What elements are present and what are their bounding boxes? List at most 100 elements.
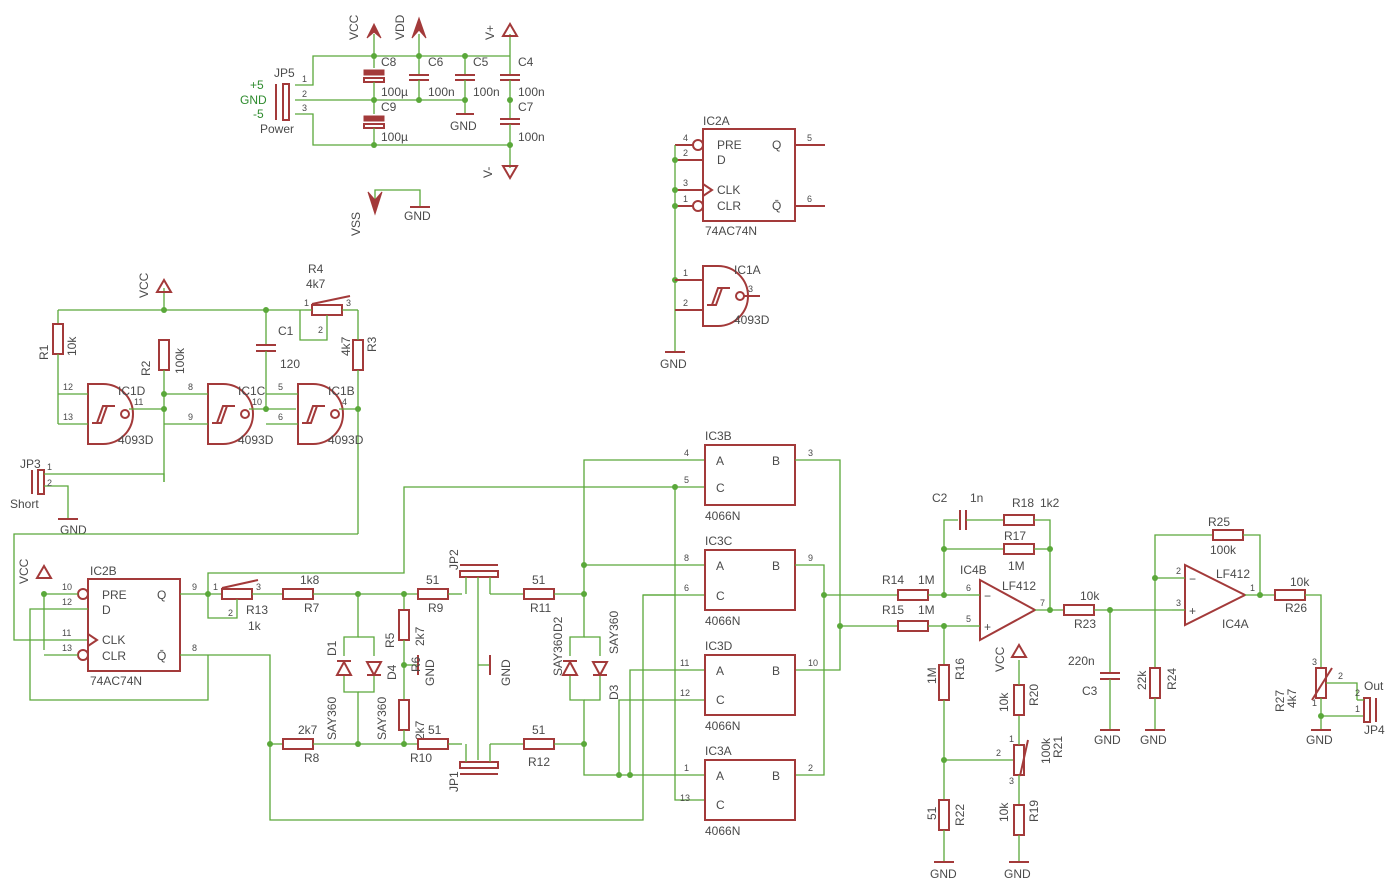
svg-text:100n: 100n: [518, 130, 545, 144]
svg-text:GND: GND: [404, 209, 431, 223]
svg-text:4: 4: [683, 133, 688, 143]
svg-text:IC3C: IC3C: [705, 534, 733, 548]
ic1a-gate: [702, 265, 749, 327]
svg-text:C6: C6: [428, 55, 444, 69]
svg-text:51: 51: [925, 806, 939, 820]
svg-text:13: 13: [63, 412, 73, 422]
svg-text:2: 2: [683, 298, 688, 308]
svg-text:R25: R25: [1208, 515, 1230, 529]
svg-text:10k: 10k: [1080, 589, 1100, 603]
svg-text:2: 2: [1355, 688, 1360, 698]
svg-text:3: 3: [683, 178, 688, 188]
shaper-section: R13 1k 1 3 2 1k8 R7 2k7 R8 D1 SAY360 D4 …: [205, 486, 675, 792]
jp5-pin-plus5: +5: [250, 78, 264, 92]
svg-text:VCC: VCC: [17, 558, 31, 584]
svg-text:SAY360: SAY360: [607, 611, 621, 654]
svg-text:GND: GND: [660, 357, 687, 371]
svg-text:PRE: PRE: [102, 588, 127, 602]
svg-text:10k: 10k: [65, 336, 79, 356]
svg-text:VCC: VCC: [137, 272, 151, 298]
ic2a-section: 74AC74N IC2A 74AC74N PRE D CLK CLR Q Q̄ …: [660, 114, 825, 371]
svg-text:13: 13: [680, 793, 690, 803]
svg-text:2k7: 2k7: [413, 626, 427, 646]
jp5-pin-gnd: GND: [240, 93, 267, 107]
svg-text:2: 2: [47, 478, 52, 488]
svg-text:3: 3: [1312, 657, 1317, 667]
svg-text:R16: R16: [953, 658, 967, 680]
svg-text:4066N: 4066N: [705, 719, 740, 733]
svg-text:10: 10: [808, 658, 818, 668]
svg-text:22k: 22k: [1135, 670, 1149, 690]
svg-text:2: 2: [683, 148, 688, 158]
svg-text:1: 1: [1355, 704, 1360, 714]
svg-text:SAY360: SAY360: [551, 633, 565, 676]
svg-text:C2: C2: [932, 491, 948, 505]
svg-text:3: 3: [302, 103, 307, 113]
svg-text:8: 8: [188, 382, 193, 392]
svg-text:Out: Out: [1364, 679, 1384, 693]
svg-text:4093D: 4093D: [734, 313, 770, 327]
ic4b-opamp: [979, 578, 1038, 642]
svg-text:IC3B: IC3B: [705, 429, 732, 443]
svg-text:SAY360: SAY360: [375, 697, 389, 740]
svg-text:VCC: VCC: [993, 646, 1007, 672]
svg-text:2: 2: [318, 325, 323, 335]
svg-text:100n: 100n: [428, 85, 455, 99]
power-section: JP5 +5 GND -5 Power 1 2 3 VCC VDD V+ V- …: [240, 14, 545, 236]
svg-text:4k7: 4k7: [1285, 688, 1299, 708]
svg-text:IC1D: IC1D: [118, 384, 146, 398]
svg-text:100µ: 100µ: [381, 85, 408, 99]
svg-text:R10: R10: [410, 751, 432, 765]
svg-text:1: 1: [304, 298, 309, 308]
svg-text:5: 5: [966, 614, 971, 624]
svg-text:10k: 10k: [1290, 575, 1310, 589]
svg-text:5: 5: [807, 133, 812, 143]
svg-text:R18: R18: [1012, 496, 1034, 510]
svg-text:2: 2: [1338, 671, 1343, 681]
svg-text:VCC: VCC: [347, 14, 361, 40]
svg-text:IC1A: IC1A: [734, 263, 761, 277]
svg-text:4093D: 4093D: [118, 433, 154, 447]
svg-text:2: 2: [302, 89, 307, 99]
svg-text:3: 3: [1176, 598, 1181, 608]
svg-text:3: 3: [256, 582, 261, 592]
svg-text:JP4: JP4: [1364, 723, 1385, 737]
svg-text:D2: D2: [551, 616, 565, 632]
svg-text:100µ: 100µ: [381, 130, 408, 144]
switch-section: IC3B 4066N A C B 4 5 3 IC3C 4066N A C B …: [583, 429, 843, 838]
svg-text:IC4A: IC4A: [1222, 617, 1249, 631]
svg-text:B: B: [772, 559, 780, 573]
svg-text:GND: GND: [1094, 733, 1121, 747]
oscillator-section: VCC R1 10k R2 100k C1 120 R4 4k7 1 3 2: [10, 262, 379, 537]
svg-text:1M: 1M: [918, 573, 935, 587]
svg-text:A: A: [716, 664, 724, 678]
svg-text:R21: R21: [1051, 736, 1065, 758]
svg-text:120: 120: [280, 357, 300, 371]
svg-text:+: +: [1189, 604, 1196, 618]
svg-text:4k7: 4k7: [339, 336, 353, 356]
svg-text:Q: Q: [157, 588, 166, 602]
svg-text:A: A: [716, 559, 724, 573]
svg-text:4093D: 4093D: [238, 433, 274, 447]
svg-text:2: 2: [228, 608, 233, 618]
svg-text:GND: GND: [1004, 867, 1031, 881]
ic2a-body: [702, 128, 796, 222]
svg-text:1: 1: [683, 268, 688, 278]
svg-text:R9: R9: [428, 601, 444, 615]
svg-text:A: A: [716, 454, 724, 468]
svg-text:1: 1: [683, 194, 688, 204]
svg-text:R7: R7: [304, 601, 320, 615]
svg-text:51: 51: [532, 723, 546, 737]
svg-text:5: 5: [684, 475, 689, 485]
jp5-ref: JP5: [274, 66, 295, 80]
svg-text:1M: 1M: [918, 603, 935, 617]
svg-text:C: C: [716, 693, 725, 707]
svg-text:VSS: VSS: [349, 212, 363, 236]
svg-text:11: 11: [134, 397, 143, 407]
svg-text:R20: R20: [1027, 684, 1041, 706]
svg-text:C: C: [716, 589, 725, 603]
svg-text:R23: R23: [1074, 617, 1096, 631]
svg-text:1: 1: [1312, 698, 1317, 708]
svg-text:PRE: PRE: [717, 138, 742, 152]
